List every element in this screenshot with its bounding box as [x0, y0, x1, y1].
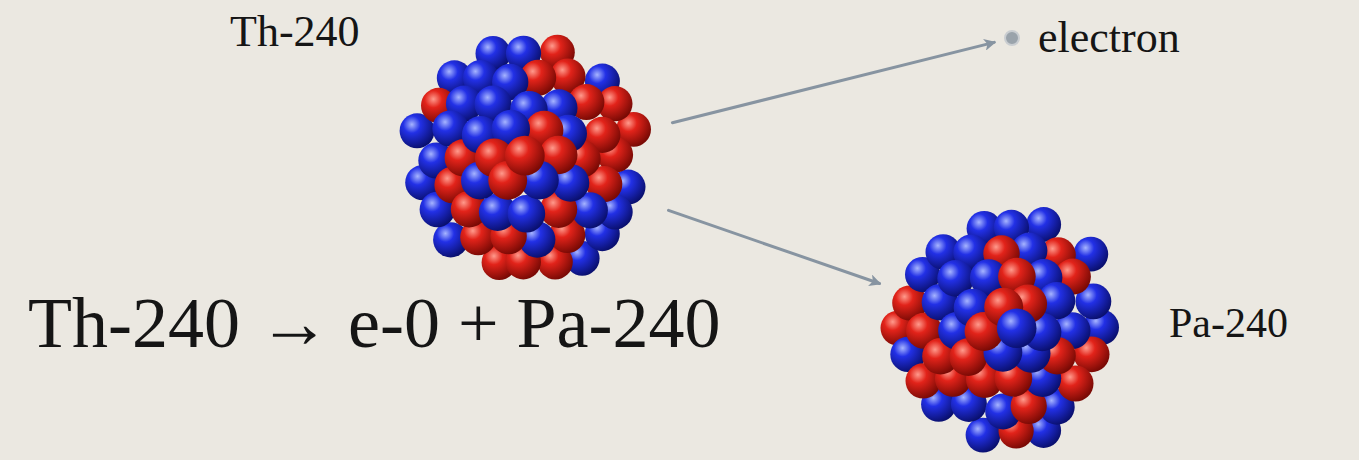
decay-equation: Th-240 → e-0 + Pa-240 — [28, 284, 720, 363]
nucleus-label: Th-240 — [230, 8, 360, 56]
nucleus-illustration — [875, 200, 1141, 456]
decay-arrow — [669, 210, 880, 283]
electron-dot — [1002, 28, 1022, 48]
electron-particle: electron — [1002, 14, 1184, 64]
particle-label: electron — [1038, 14, 1180, 62]
nucleus-label: Pa-240 — [1169, 300, 1288, 346]
nucleus: Th-240 — [390, 28, 656, 292]
nucleus: Pa-240 — [875, 200, 1141, 456]
decay-arrow — [672, 42, 994, 122]
nucleus-illustration — [390, 28, 656, 292]
